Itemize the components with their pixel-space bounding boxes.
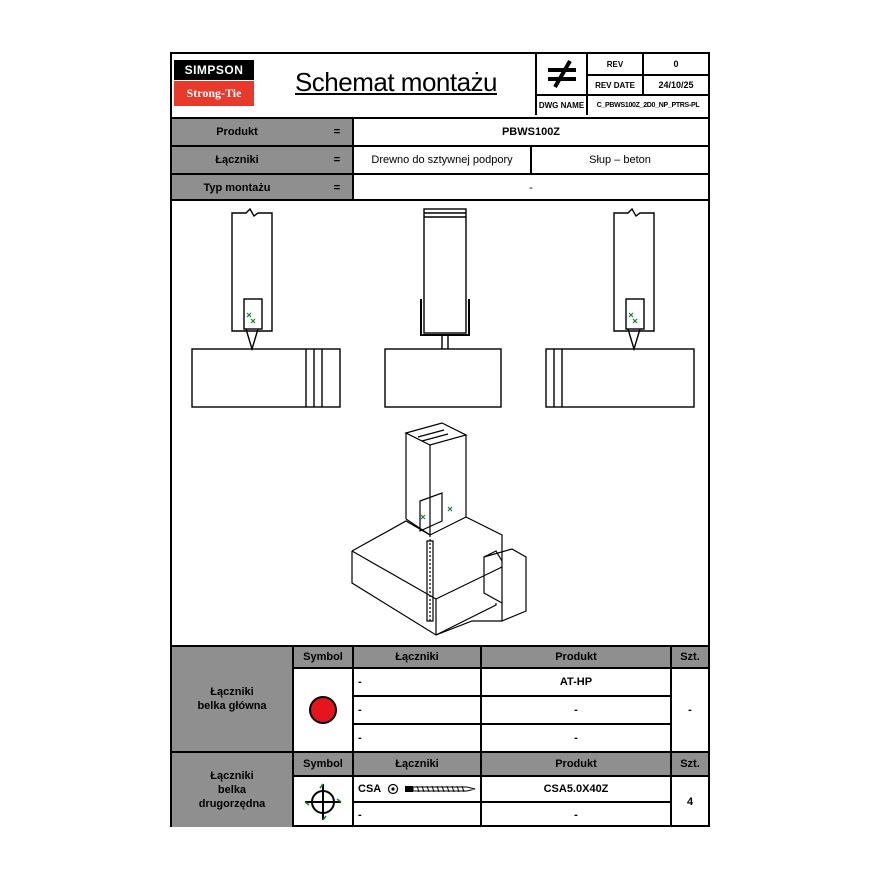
fasteners-value-2: Słup – beton <box>530 145 708 173</box>
table2-fastener-1: - <box>352 801 480 827</box>
main-beam-fasteners-table: Łączniki belka główna Symbol Łączniki Pr… <box>172 645 708 751</box>
rev-date-label: REV DATE <box>586 74 642 94</box>
simpson-logo: SIMPSON <box>174 60 254 80</box>
info-block: Produkt = PBWS100Z Łączniki = Drewno do … <box>172 117 708 201</box>
table2-fastener-0-label: CSA <box>358 783 382 795</box>
drawing-area <box>172 199 708 647</box>
table1-product-2: - <box>480 723 670 751</box>
table1-fastener-2: - <box>352 723 480 751</box>
table1-product-0: AT-HP <box>480 667 670 695</box>
main-beam-section-label: Łączniki belka główna <box>172 647 292 751</box>
crosshair-icon <box>304 783 342 821</box>
side-view-right <box>545 207 695 408</box>
strong-tie-logo: Strong-Tie <box>174 81 254 106</box>
table2-product-0: CSA5.0X40Z <box>480 775 670 801</box>
col-product-header-2: Produkt <box>480 753 670 775</box>
col-symbol-header-2: Symbol <box>292 753 352 775</box>
table1-product-1: - <box>480 695 670 723</box>
secondary-beam-symbol <box>292 775 352 827</box>
rev-date-value: 24/10/25 <box>642 74 708 94</box>
table1-qty: - <box>670 667 708 751</box>
table2-fastener-0: CSA <box>352 775 480 801</box>
col-fasteners-header: Łączniki <box>352 647 480 667</box>
fasteners-eq: = <box>322 145 352 173</box>
product-label: Produkt <box>172 119 322 145</box>
table1-fastener-0: - <box>352 667 480 695</box>
dwg-name-label: DWG NAME <box>535 94 586 115</box>
mount-type-label: Typ montażu <box>172 173 322 201</box>
product-eq: = <box>322 119 352 145</box>
front-view-center <box>384 208 502 408</box>
product-value: PBWS100Z <box>352 119 708 145</box>
mount-type-value: - <box>352 173 708 201</box>
page-title: Schemat montażu <box>294 66 498 97</box>
col-qty-header-2: Szt. <box>670 753 708 775</box>
rev-value: 0 <box>642 54 708 74</box>
secondary-beam-section-label: Łączniki belka drugorzędna <box>172 753 292 827</box>
title-block: SIMPSON Strong-Tie Schemat montażu DWG N… <box>172 54 708 117</box>
screw-markers <box>246 312 638 520</box>
col-symbol-header: Symbol <box>292 647 352 667</box>
col-qty-header: Szt. <box>670 647 708 667</box>
dwg-name-value: C_PBWS100Z_2D0_NP_PTRS-PL <box>586 94 708 115</box>
table1-fastener-1: - <box>352 695 480 723</box>
col-fasteners-header-2: Łączniki <box>352 753 480 775</box>
side-view-left <box>191 207 341 408</box>
assembly-drawing <box>191 207 695 636</box>
fasteners-value-1: Drewno do sztywnej podpory <box>352 145 530 173</box>
red-dot-icon <box>309 696 337 724</box>
rev-label: REV <box>586 54 642 74</box>
main-beam-symbol <box>292 667 352 751</box>
screw-icon <box>388 783 476 795</box>
isometric-view <box>351 422 527 636</box>
table2-qty: 4 <box>670 775 708 827</box>
col-product-header: Produkt <box>480 647 670 667</box>
mount-type-eq: = <box>322 173 352 201</box>
not-equal-icon <box>535 54 586 94</box>
fasteners-label: Łączniki <box>172 145 322 173</box>
secondary-beam-fasteners-table: Łączniki belka drugorzędna Symbol Łączni… <box>172 751 708 827</box>
table2-product-1: - <box>480 801 670 827</box>
drawing-sheet: SIMPSON Strong-Tie Schemat montażu DWG N… <box>170 52 710 827</box>
